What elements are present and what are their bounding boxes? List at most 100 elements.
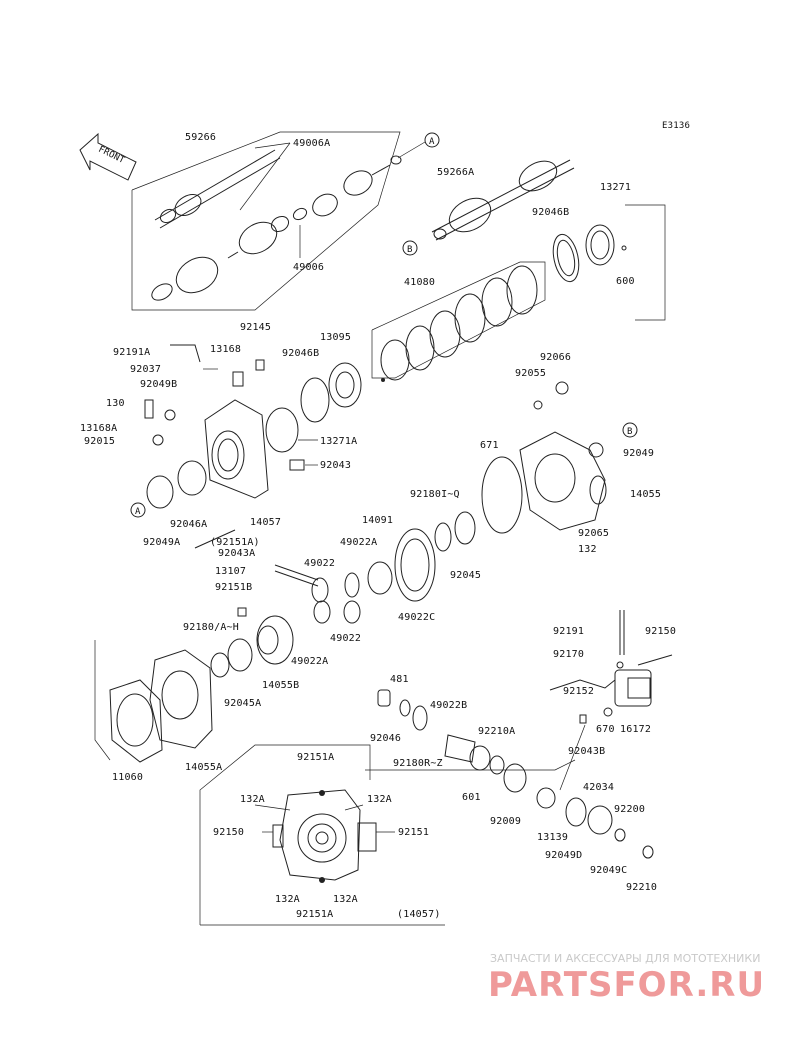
label-59266A: 59266A [437, 167, 474, 178]
label-13095: 13095 [320, 332, 351, 343]
small-fittings-left [144, 344, 265, 446]
label-42034: 42034 [583, 782, 614, 793]
label-92045: 92045 [450, 570, 481, 581]
inset-label-92151A-bottom: 92151A [296, 909, 333, 920]
label-41080: 41080 [404, 277, 435, 288]
label-13168A: 13168A [80, 423, 117, 434]
label-49022A-mid: 49022A [291, 656, 328, 667]
inset-label-92151A-top: 92151A [297, 752, 334, 763]
label-92046: 92046 [370, 733, 401, 744]
inset-label-132A-bl: 132A [275, 894, 300, 905]
front-housing-14057 [146, 399, 318, 509]
label-92055: 92055 [515, 368, 546, 379]
label-16172: 16172 [620, 724, 651, 735]
inset-label-132A-tr: 132A [367, 794, 392, 805]
inset-label-92150: 92150 [213, 827, 244, 838]
gear-13095 [328, 362, 362, 408]
marker-a-top [424, 132, 440, 148]
label-92066: 92066 [540, 352, 571, 363]
marker-a-top-label: A [429, 137, 435, 147]
label-92152: 92152 [563, 686, 594, 697]
label-92049B: 92049B [140, 379, 177, 390]
label-92046B-top: 92046B [532, 207, 569, 218]
label-92037: 92037 [130, 364, 161, 375]
label-92043A: 92043A [218, 548, 255, 559]
label-92049: 92049 [623, 448, 654, 459]
label-92009: 92009 [490, 816, 521, 827]
label-92043: 92043 [320, 460, 351, 471]
marker-b-bottom [622, 422, 638, 438]
inset-housing-view [199, 744, 445, 926]
pinion-group [365, 689, 654, 859]
label-92191A: 92191A [113, 347, 150, 358]
clutch-pack [371, 261, 546, 382]
label-13271: 13271 [600, 182, 631, 193]
label-601: 601 [462, 792, 481, 803]
label-49022C: 49022C [398, 612, 435, 623]
label-600: 600 [616, 276, 635, 287]
label-92049C: 92049C [590, 865, 627, 876]
rear-driveshaft-assembly [431, 159, 575, 241]
watermark-brand: PARTSFOR.RU [488, 965, 765, 1005]
watermark-tagline: ЗАПЧАСТИ И АКСЕССУАРЫ ДЛЯ МОТОТЕХНИКИ [490, 952, 760, 965]
label-92210A: 92210A [478, 726, 515, 737]
marker-a-bottom [130, 502, 146, 518]
label-49006A: 49006A [293, 138, 330, 149]
label-92046A: 92046A [170, 519, 207, 530]
label-14055A: 14055A [185, 762, 222, 773]
label-14055: 14055 [630, 489, 661, 500]
inset-caption: (14057) [397, 909, 441, 920]
label-11060: 11060 [112, 772, 143, 783]
label-132: 132 [578, 544, 597, 555]
label-92145: 92145 [240, 322, 271, 333]
differential-gears [274, 511, 476, 624]
marker-a-bottom-label: A [135, 507, 141, 517]
seal-group-top [552, 204, 666, 321]
label-670: 670 [596, 724, 615, 735]
ring-13271A [265, 407, 299, 453]
label-13139: 13139 [537, 832, 568, 843]
front-arrow: FRONT [79, 132, 137, 181]
label-92049D: 92049D [545, 850, 582, 861]
label-14055B: 14055B [262, 680, 299, 691]
label-92200: 92200 [614, 804, 645, 815]
marker-b-bottom-label: B [627, 427, 633, 437]
label-481: 481 [390, 674, 409, 685]
label-13271A: 13271A [320, 436, 357, 447]
label-14091: 14091 [362, 515, 393, 526]
label-92065: 92065 [578, 528, 609, 539]
label-92180-r-z: 92180R~Z [393, 758, 443, 769]
label-49022-top: 49022 [304, 558, 335, 569]
label-92180-a-h: 92180/A~H [183, 622, 239, 633]
label-49022B: 49022B [430, 700, 467, 711]
front-gear-case [94, 607, 294, 763]
label-671: 671 [480, 440, 499, 451]
bolt-92049A [194, 529, 236, 549]
actuator-group [549, 610, 673, 791]
label-49022-mid: 49022 [330, 633, 361, 644]
label-130: 130 [106, 398, 125, 409]
label-92045A: 92045A [224, 698, 261, 709]
label-49006: 49006 [293, 262, 324, 273]
inset-label-132A-br: 132A [333, 894, 358, 905]
label-92191: 92191 [553, 626, 584, 637]
diagram-code: E3136 [662, 121, 690, 131]
ring-92046B-mid [300, 377, 330, 423]
label-59266: 59266 [185, 132, 216, 143]
label-92180-i-q: 92180I~Q [410, 489, 460, 500]
marker-b-top-label: B [407, 245, 413, 255]
label-92046B-mid: 92046B [282, 348, 319, 359]
front-driveshaft-assembly [131, 131, 402, 311]
label-92150-right: 92150 [645, 626, 676, 637]
label-92151B: 92151B [215, 582, 252, 593]
inset-label-92151: 92151 [398, 827, 429, 838]
label-92043B: 92043B [568, 746, 605, 757]
label-92170: 92170 [553, 649, 584, 660]
label-13107: 13107 [215, 566, 246, 577]
front-label: FRONT [97, 145, 127, 166]
label-92015: 92015 [84, 436, 115, 447]
label-92210: 92210 [626, 882, 657, 893]
label-92049A: 92049A [143, 537, 180, 548]
label-92151A-paren: (92151A) [210, 537, 260, 548]
